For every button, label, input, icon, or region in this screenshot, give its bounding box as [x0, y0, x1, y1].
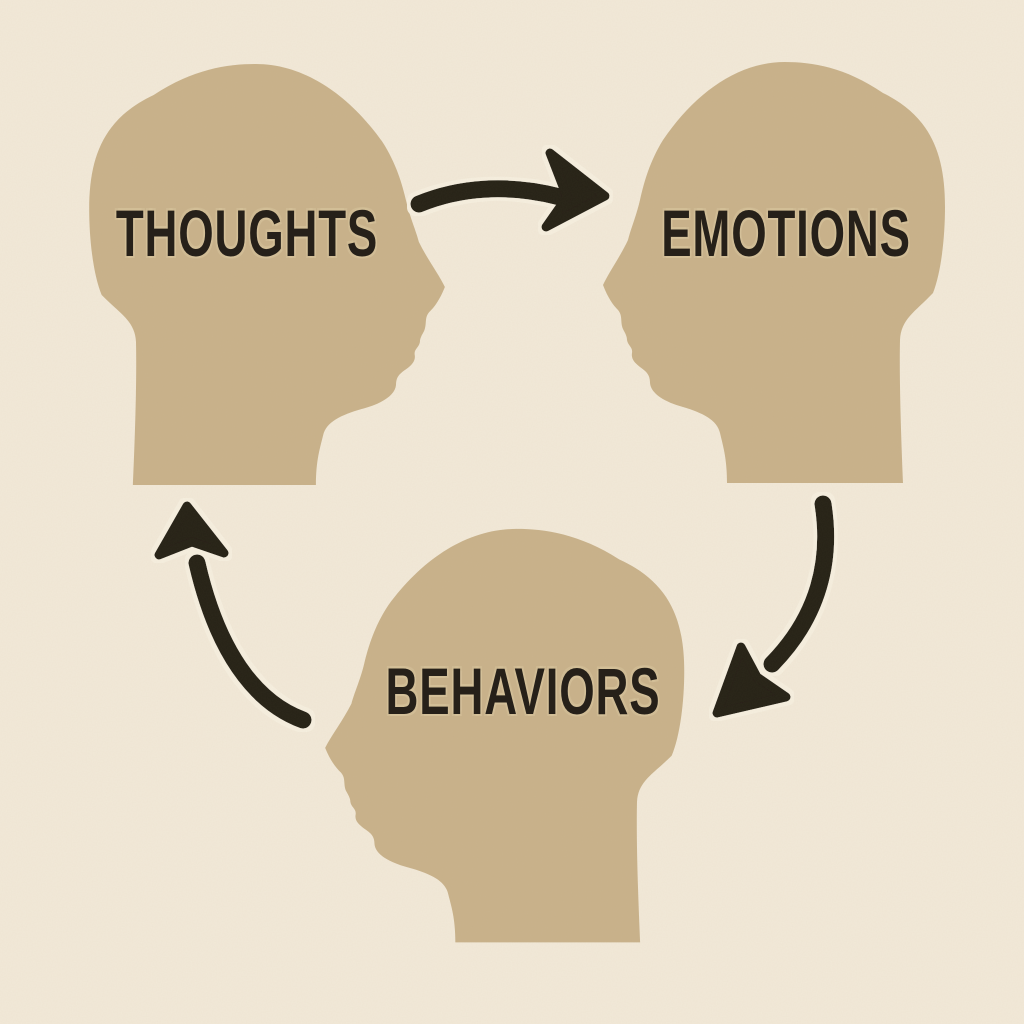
node-label-thoughts: THOUGHTS	[115, 197, 379, 271]
node-label-behaviors: BEHAVIORS	[385, 655, 661, 729]
node-label-emotions: EMOTIONS	[661, 197, 911, 271]
